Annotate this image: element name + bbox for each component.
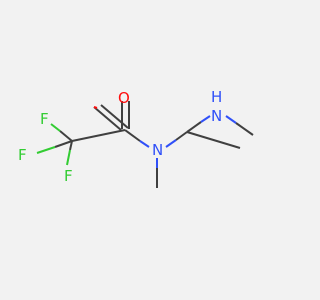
atom-h-amine: H [211, 88, 222, 106]
bond-cf3-carbonyl [71, 129, 126, 142]
bond-cf3-f-bottom-colored [66, 149, 71, 166]
bond-cf3-f-top [59, 130, 73, 142]
bond-nh-methyl-carbon [235, 122, 254, 136]
atom-f-bottom: F [64, 167, 73, 185]
atom-n-amine: N [211, 107, 222, 125]
bond-ch2-ch2 [186, 131, 241, 149]
bond-layer [36, 101, 254, 188]
atom-label-layer: F F F O N N H [18, 88, 222, 185]
bond-n-ch2 [165, 139, 177, 148]
molecule-canvas: F F F O N N H [18, 88, 254, 188]
bond-carbonyl-n-colored [139, 140, 150, 148]
atom-f-top: F [40, 110, 49, 128]
bond-cf3-f-top-colored [50, 123, 61, 132]
bond-cf3-f-left-colored [36, 146, 56, 154]
bond-carbonyl-o-2 [100, 104, 129, 129]
bond-cf3-f-left [54, 140, 73, 148]
atom-f-left: F [18, 146, 27, 164]
molecule-structure: F F F O N N H [18, 88, 254, 188]
bond-nh-methyl [225, 115, 237, 124]
bond-ch2-nh-colored [200, 115, 211, 123]
bond-carbonyl-o-1 [93, 106, 122, 131]
bond-carbonyl-o-1-colored [93, 106, 98, 109]
bond-cf3-f-bottom [69, 140, 73, 151]
atom-n-amide: N [152, 141, 163, 159]
bond-ch2-nh [186, 121, 202, 133]
bond-n-ch2-carbon [175, 131, 188, 141]
atom-o: O [118, 89, 130, 107]
bond-carbonyl-n [124, 129, 141, 142]
